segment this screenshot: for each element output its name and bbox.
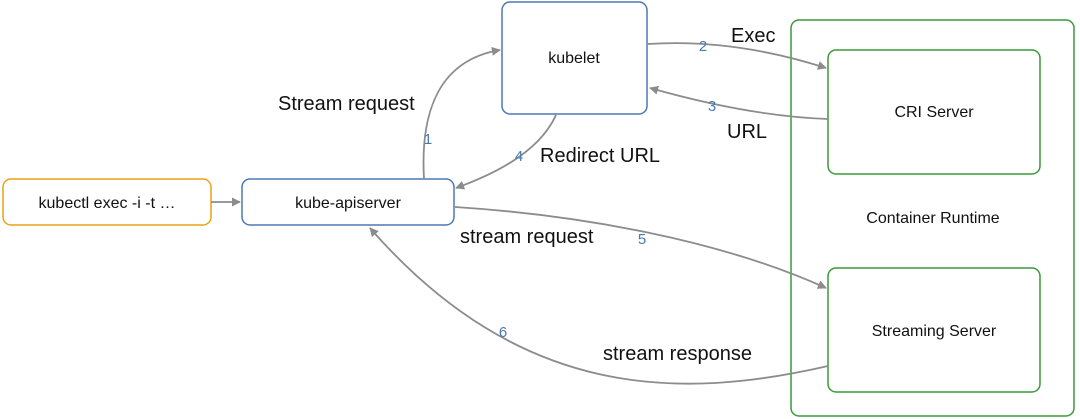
step-3-number: 3: [708, 98, 716, 115]
step-6-number: 6: [499, 324, 507, 341]
step-2-number: 2: [699, 38, 707, 55]
edge-3-url: [649, 85, 829, 120]
streaming-server-box: [827, 267, 1041, 393]
edge-2-exec: [647, 42, 827, 70]
kubectl-label: kubectl exec -i -t …: [39, 195, 176, 212]
kube-apiserver-label: kube-apiserver: [295, 195, 402, 212]
kubelet-label: kubelet: [548, 50, 600, 67]
edge-5-stream-request: [454, 206, 827, 289]
step-4-number: 4: [515, 148, 523, 165]
stream-request-lower-label: stream request: [460, 226, 594, 248]
kube-apiserver-box: [241, 178, 455, 226]
exec-label: Exec: [731, 25, 775, 47]
stream-request-upper-label: Stream request: [278, 93, 415, 115]
stream-response-label: stream response: [603, 343, 752, 365]
cri-server-box: [827, 49, 1041, 175]
url-label: URL: [727, 121, 767, 143]
cri-server-label: CRI Server: [894, 104, 974, 121]
step-5-number: 5: [638, 231, 646, 248]
container-runtime-label: Container Runtime: [866, 210, 1000, 227]
edge-1-stream-request: [422, 46, 501, 180]
step-1-number: 1: [424, 131, 432, 148]
edge-6-stream-response: [369, 227, 829, 385]
redirect-url-label: Redirect URL: [540, 145, 660, 167]
streaming-server-label: Streaming Server: [872, 323, 997, 340]
kubelet-box: [501, 1, 648, 115]
edge-4-redirect-url: [455, 114, 557, 190]
